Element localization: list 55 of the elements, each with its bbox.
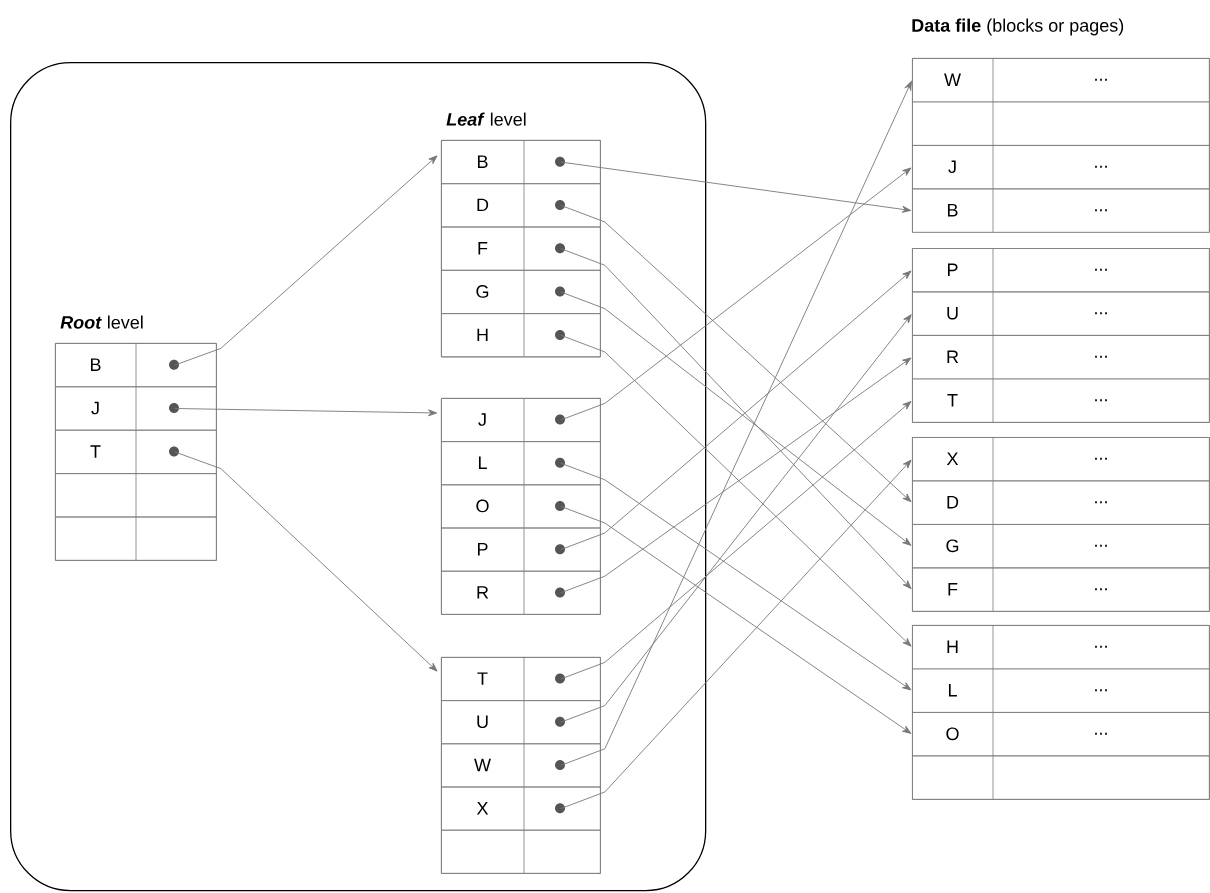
table-row: D ... (912, 480, 1210, 525)
arrow (560, 462, 912, 691)
arrow (560, 167, 912, 421)
table-row: F (441, 226, 601, 271)
table-heading: Leaf level (446, 112, 526, 126)
table-row: P ... (912, 247, 1210, 293)
table-row: D (441, 182, 601, 228)
table-row: H (441, 312, 601, 358)
table-row: O ... (912, 711, 1210, 757)
arrow (560, 204, 912, 503)
table-row: P (441, 527, 601, 572)
table-row: W (441, 743, 601, 788)
arrow (174, 408, 438, 417)
table-row: X ... (912, 436, 1210, 482)
table-row: H ... (912, 624, 1210, 670)
arrow (560, 357, 912, 594)
file-heading: Data file (blocks or pages) (912, 18, 1124, 36)
table-row: L ... (912, 668, 1210, 713)
table-row: J (441, 397, 601, 442)
table-row: R ... (912, 334, 1210, 380)
table-row: X (441, 786, 601, 831)
table-row: L (441, 440, 601, 486)
table-row: J ... (912, 144, 1210, 190)
arrow (560, 459, 912, 810)
table-row: T (55, 429, 217, 474)
arrow (174, 451, 438, 672)
table-row: T ... (912, 378, 1210, 423)
table-row (55, 516, 217, 561)
table-row (912, 101, 1210, 146)
table-row: B ... (912, 188, 1210, 233)
arrow (560, 80, 912, 766)
table-row: F ... (912, 567, 1210, 612)
arrow (560, 334, 912, 647)
table-row: B (55, 342, 217, 388)
table-row: W ... (912, 57, 1210, 103)
arrow (560, 161, 912, 213)
table-row: G ... (912, 523, 1210, 569)
arrow (560, 248, 912, 590)
table-row: U ... (912, 291, 1210, 336)
table-row: G (441, 269, 601, 314)
index-region (10, 62, 707, 892)
table-row: U (441, 699, 601, 745)
arrow (560, 401, 912, 680)
table-row (912, 755, 1210, 800)
table-row: R (441, 570, 601, 615)
table-row: O (441, 484, 601, 529)
table-row: J (55, 386, 217, 431)
table-row (441, 829, 601, 874)
table-row: B (441, 139, 601, 185)
table-row: T (441, 656, 601, 701)
table-heading: Root level (60, 315, 143, 329)
arrow (560, 314, 912, 723)
arrow (174, 155, 438, 366)
arrow (560, 505, 912, 734)
table-row (55, 472, 217, 518)
